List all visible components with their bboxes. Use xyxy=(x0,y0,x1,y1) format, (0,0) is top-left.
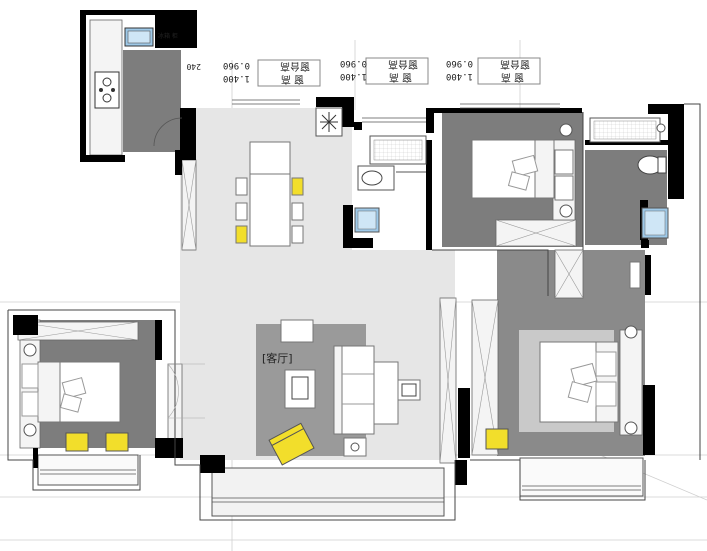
toilet-icon xyxy=(357,165,395,191)
svg-text:1.400: 1.400 xyxy=(223,73,250,83)
svg-text:0.960: 0.960 xyxy=(223,60,250,70)
svg-text:1.400: 1.400 xyxy=(340,71,367,81)
dining-table xyxy=(249,173,291,247)
yellow-chair xyxy=(65,432,89,452)
yellow-chair xyxy=(105,432,129,452)
outline xyxy=(7,103,701,521)
kitchen-floor xyxy=(123,50,181,152)
yellow-chair xyxy=(485,428,509,450)
armchair-top xyxy=(280,319,314,343)
side-table xyxy=(373,361,399,425)
kitchen-door-arc xyxy=(153,117,183,147)
stove-icon xyxy=(94,71,120,109)
sink-icon xyxy=(124,27,154,47)
window-note-2: 窗 高 窗台高 1.400 0.960 xyxy=(340,57,429,85)
svg-text:窗台高: 窗台高 xyxy=(280,60,310,73)
bedroom-3-furniture xyxy=(21,343,129,452)
master-bedroom-furniture xyxy=(485,261,641,450)
dining-set xyxy=(235,141,304,247)
svg-text:1.400: 1.400 xyxy=(446,71,473,81)
dimension-note: 240 xyxy=(186,62,201,71)
yellow-lounge-chair xyxy=(268,422,315,466)
svg-text:窗 高: 窗 高 xyxy=(389,71,412,84)
svg-text:窗台高: 窗台高 xyxy=(500,58,530,71)
right-bath-fixtures xyxy=(589,117,669,239)
living-room-label: [客厅] xyxy=(262,351,293,365)
yellow-chair xyxy=(291,177,304,196)
yellow-chair xyxy=(235,225,248,244)
window-note-3: 窗 高 窗台高 1.400 0.960 xyxy=(446,57,541,85)
svg-text:窗 高: 窗 高 xyxy=(501,71,524,84)
ceiling-fan-icon xyxy=(315,107,343,137)
svg-text:窗 高: 窗 高 xyxy=(281,73,304,86)
bedroom-2-furniture xyxy=(471,123,574,218)
sideboard xyxy=(249,141,291,175)
entry-door-arc xyxy=(167,363,205,419)
toilet-icon xyxy=(637,155,667,175)
kitchen-note: 冰箱 柜 xyxy=(158,32,178,40)
svg-text:窗台高: 窗台高 xyxy=(388,58,418,71)
svg-text:0.960: 0.960 xyxy=(340,58,367,68)
window-lines xyxy=(40,99,641,503)
svg-text:0.960: 0.960 xyxy=(446,58,473,68)
living-furniture xyxy=(268,319,421,466)
balcony-bottom xyxy=(211,467,445,517)
center-bath-fixtures xyxy=(354,135,427,233)
window-note-1: 窗 高 窗台高 1.400 0.960 xyxy=(223,59,321,87)
